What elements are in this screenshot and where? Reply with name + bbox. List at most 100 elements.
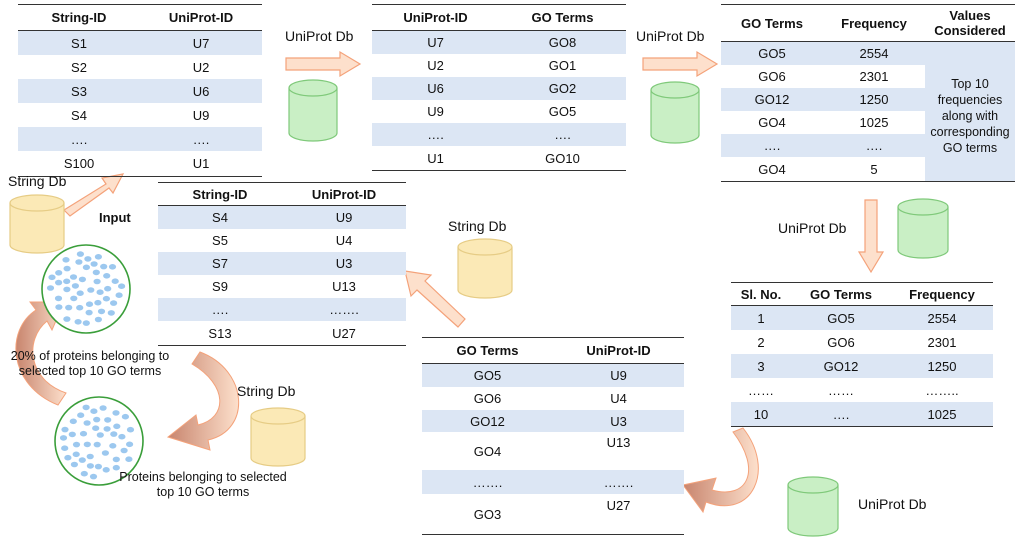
protein-dot — [102, 467, 110, 473]
table-row: ……. ……. — [422, 470, 684, 494]
protein-dot — [90, 408, 98, 415]
protein-dot — [126, 441, 134, 448]
protein-dot — [65, 304, 73, 311]
protein-dot — [94, 463, 102, 470]
protein-dot — [118, 283, 126, 290]
table-cell: U1 — [427, 150, 444, 166]
protein-dot — [86, 453, 94, 460]
protein-dot — [76, 251, 84, 257]
table-row: 10….1025 — [731, 402, 993, 426]
protein-dot — [64, 454, 72, 461]
protein-dot — [86, 463, 94, 469]
table-cell: GO8 — [548, 35, 577, 50]
table-cell: S1 — [71, 35, 87, 51]
table-row: S1 U7 — [18, 31, 262, 55]
table-row: ……………….. — [731, 378, 993, 402]
table-cell: U1 — [192, 156, 210, 171]
protein-dot — [82, 404, 90, 411]
table-cell: GO2 — [548, 81, 577, 96]
table-row: ….……. — [158, 298, 406, 321]
uniprot-db-label: UniProt Db — [636, 28, 705, 44]
protein-dot — [54, 295, 63, 302]
table-cell: GO4 — [758, 115, 786, 130]
protein-dot — [70, 295, 78, 302]
table-cell: S7 — [212, 256, 228, 271]
table-cell: U3 — [335, 256, 353, 271]
table-cell: …. — [427, 127, 444, 142]
protein-dot — [113, 423, 121, 430]
twenty-percent-caption: 20% of proteins belonging to selected to… — [10, 349, 170, 378]
protein-dot — [63, 265, 71, 272]
protein-dot — [121, 413, 129, 420]
protein-dot — [46, 285, 55, 291]
table-cell: …….. — [925, 382, 959, 398]
table-cell: 1 — [757, 310, 765, 326]
table-row: ….…. — [18, 127, 262, 151]
table-cell: U2 — [427, 58, 444, 73]
table-cell: S9 — [212, 279, 228, 294]
protein-dot — [82, 264, 90, 271]
protein-dot — [104, 285, 112, 292]
table-cell: U6 — [427, 81, 444, 96]
table-row: S4 U9 — [18, 103, 262, 127]
proteins-belonging-caption: Proteins belonging to selected top 10 GO… — [119, 470, 287, 499]
protein-dot — [110, 431, 118, 437]
table-row: S2 U2 — [18, 55, 262, 79]
table-cell: 1025 — [927, 406, 957, 422]
protein-dot — [103, 426, 111, 432]
protein-dot — [61, 426, 69, 433]
table-cell: S4 — [71, 107, 87, 123]
protein-dot — [109, 443, 117, 449]
curved-arrow-right — [682, 427, 759, 514]
table-cell: U7 — [192, 35, 210, 51]
protein-dot — [69, 418, 77, 425]
protein-dot — [71, 283, 79, 289]
protein-dot — [59, 435, 68, 441]
table-header: String-ID — [51, 10, 107, 25]
table-cell: S3 — [71, 83, 87, 99]
protein-dot — [100, 263, 108, 270]
table-cell: U4 — [610, 391, 627, 406]
table-cell: U2 — [192, 59, 210, 75]
table-cell: 2301 — [927, 334, 957, 350]
uniprot-db-cylinder-3 — [897, 198, 949, 259]
string-db-label: String Db — [237, 383, 296, 399]
table-cell: GO12 — [470, 413, 505, 429]
table-cell: GO5 — [758, 46, 786, 61]
protein-dot — [118, 433, 126, 440]
table-cell: 3 — [757, 358, 765, 374]
table-cell: ……. — [603, 474, 634, 490]
protein-dot — [93, 416, 101, 423]
protein-dot — [82, 320, 90, 326]
table-header: Values Considered — [934, 8, 1006, 38]
uniprot-db-label: UniProt Db — [285, 28, 354, 44]
values-considered-cell: Top 10 frequencies along with correspond… — [925, 42, 1015, 181]
string-db-cylinder-1 — [9, 194, 65, 254]
protein-dot — [93, 278, 101, 285]
table-cell: S2 — [71, 59, 87, 75]
protein-dot — [76, 290, 84, 297]
table-cell: 2 — [757, 334, 765, 350]
arrow-right-2 — [642, 50, 719, 78]
table-cell: GO6 — [827, 334, 855, 350]
table-cell: U4 — [335, 233, 353, 248]
protein-dot — [84, 256, 92, 262]
table-header: Frequency — [909, 286, 975, 302]
protein-dot — [69, 274, 78, 280]
table-cell: 5 — [870, 161, 878, 177]
table-cell: U9 — [192, 107, 210, 123]
table-header: UniProt-ID — [311, 186, 377, 202]
protein-dot — [68, 431, 76, 438]
table-cell: ……. — [472, 474, 503, 490]
